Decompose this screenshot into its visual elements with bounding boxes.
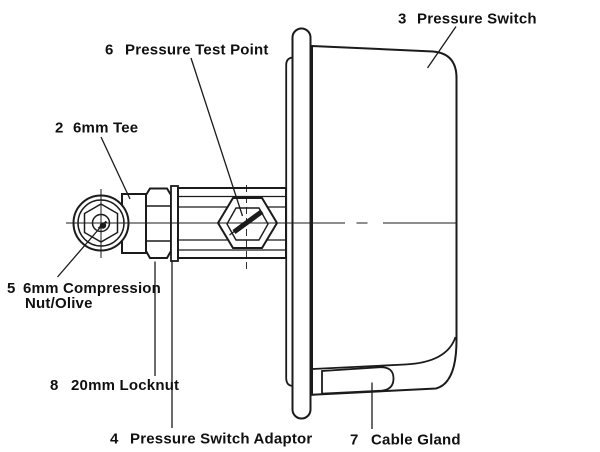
- label-compression-number: 5: [7, 280, 16, 297]
- label-test-point-number: 6: [105, 42, 114, 59]
- test-point-slot: [232, 209, 264, 235]
- leader-compression-nut: [57, 225, 102, 278]
- locknut-facet-lines: [146, 205, 171, 242]
- label-compression-line1: 6mm Compression: [23, 280, 161, 297]
- label-cable-gland-number: 7: [350, 432, 359, 449]
- cable-gland: [321, 366, 395, 395]
- leader-pressure-switch: [426, 26, 457, 69]
- label-compression-line2: Nut/Olive: [25, 295, 93, 312]
- label-pressure-switch-number: 3: [398, 11, 407, 28]
- label-locknut: 20mm Locknut: [71, 377, 179, 394]
- pressure-switch-body: [311, 44, 458, 396]
- leader-test-point: [190, 57, 244, 217]
- label-tee: 6mm Tee: [73, 120, 138, 137]
- leader-tee: [100, 136, 131, 200]
- label-pressure-switch: Pressure Switch: [417, 11, 537, 28]
- label-adaptor-number: 4: [110, 431, 119, 448]
- label-adaptor: Pressure Switch Adaptor: [130, 431, 312, 448]
- label-test-point: Pressure Test Point: [125, 42, 269, 59]
- label-cable-gland: Cable Gland: [371, 432, 461, 449]
- label-tee-number: 2: [55, 120, 64, 137]
- pressure-switch-bottom-edge: [312, 336, 457, 370]
- label-locknut-number: 8: [50, 377, 59, 394]
